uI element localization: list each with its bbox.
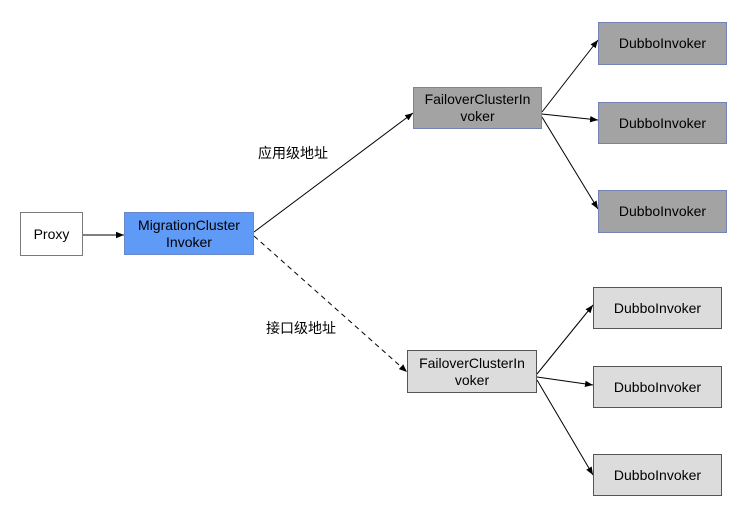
migration-cluster-invoker-node: MigrationCluster Invoker [124,212,254,255]
edge-failover-interface-dubbo-1 [536,304,594,375]
dubbo-invoker-interface-2: DubboInvoker [593,366,722,408]
dubbo-invoker-interface-3: DubboInvoker [593,454,722,496]
edge-failover-interface-dubbo-2 [536,376,594,388]
edge-failover-app-dubbo-2 [541,113,599,123]
dubbo-invoker-app-3: DubboInvoker [598,190,727,233]
edge-migration-failover-interface [253,235,408,373]
edge-migration-failover-app [253,112,414,233]
edge-failover-interface-dubbo-3 [536,379,594,476]
failover-cluster-invoker-interface-node: FailoverClusterIn voker [407,350,537,393]
edge-failover-app-dubbo-1 [541,39,599,113]
dubbo-invoker-app-2: DubboInvoker [598,102,727,144]
dubbo-invoker-interface-1: DubboInvoker [593,287,722,329]
failover-cluster-invoker-app-node: FailoverClusterIn voker [413,87,542,129]
edge-label-interface-level: 接口级地址 [266,321,336,337]
proxy-node: Proxy [20,212,83,256]
dubbo-invoker-app-1: DubboInvoker [598,22,727,65]
edge-failover-app-dubbo-3 [541,116,599,210]
edge-label-app-level: 应用级地址 [258,146,328,162]
